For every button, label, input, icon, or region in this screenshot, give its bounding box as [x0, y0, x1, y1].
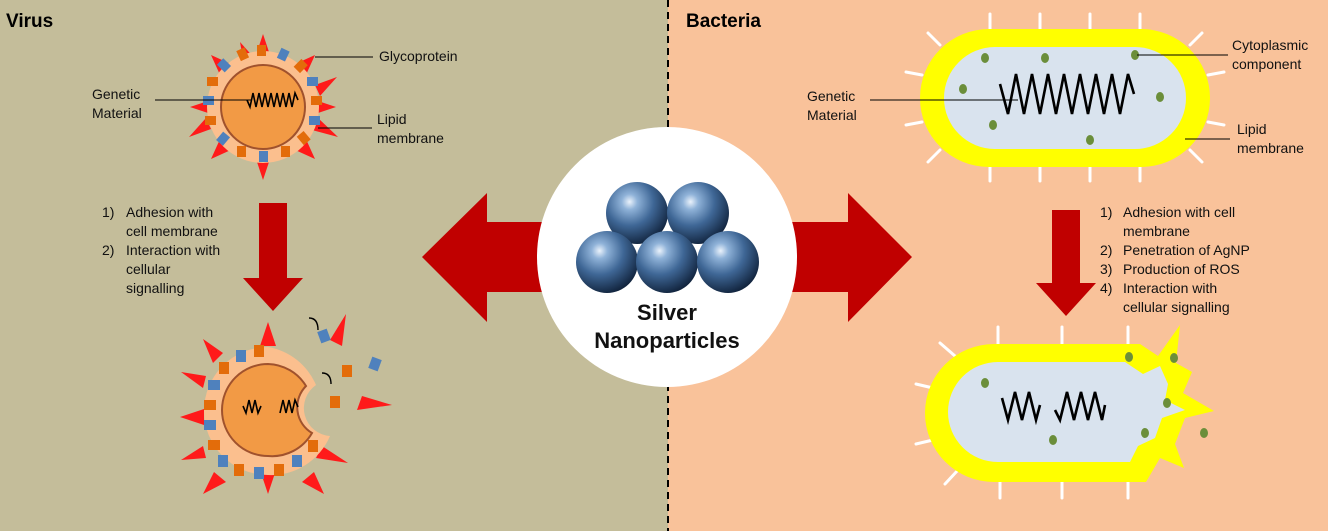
- bacteria-genetic-label-2: Material: [807, 107, 857, 123]
- virus-lipid-label-2: membrane: [377, 130, 444, 146]
- silver-nanoparticles-cluster: [576, 182, 759, 293]
- bacteria-steps: 1) Adhesion with cell membrane 2) Penetr…: [1100, 204, 1250, 315]
- damaged-virus-genetic-1: [242, 399, 262, 416]
- right-arrow: [776, 193, 912, 322]
- damaged-virus-glycoproteins: [204, 328, 382, 479]
- damaged-genetic-1: [1000, 391, 1042, 426]
- virus-step-1-line-1: Adhesion with: [126, 204, 213, 220]
- bacteria-step-2-num: 2): [1100, 242, 1112, 258]
- virus-intact: [189, 34, 338, 180]
- genetic-fragment-2: [321, 372, 332, 385]
- virus-step-2-line-3: signalling: [126, 280, 184, 296]
- cytoplasmic-label-2: component: [1232, 56, 1301, 72]
- bacterium-damaged: [914, 325, 1214, 500]
- bacteria-step-2-line-1: Penetration of AgNP: [1123, 242, 1250, 258]
- bacteria-lipid-label-2: membrane: [1237, 140, 1304, 156]
- virus-title: Virus: [6, 11, 53, 32]
- bacterium-genetic-material: [998, 73, 1136, 115]
- bacteria-step-1-line-2: membrane: [1123, 223, 1190, 239]
- nanoparticle: [697, 231, 759, 293]
- cytoplasmic-granules: [959, 50, 1164, 145]
- nanoparticle: [606, 182, 668, 244]
- virus-damaged: [180, 314, 392, 494]
- bacteria-step-4-line-1: Interaction with: [1123, 280, 1217, 296]
- nanoparticle: [576, 231, 638, 293]
- virus-down-arrow: [243, 203, 303, 311]
- damaged-granules: [981, 352, 1208, 445]
- bacteria-title: Bacteria: [686, 11, 761, 32]
- damaged-virus-core: [221, 362, 314, 458]
- damaged-bacterium-flagella: [914, 325, 1130, 500]
- bacteria-step-3-line-1: Production of ROS: [1123, 261, 1240, 277]
- bacteria-step-1-num: 1): [1100, 204, 1112, 220]
- virus-step-2-line-2: cellular: [126, 261, 171, 277]
- virus-core: [220, 64, 306, 150]
- bacterium-intact: [904, 12, 1226, 183]
- bacteria-step-1-line-1: Adhesion with cell: [1123, 204, 1235, 220]
- virus-step-1-num: 1): [102, 204, 114, 220]
- virus-step-2-num: 2): [102, 242, 114, 258]
- damaged-genetic-2: [1053, 391, 1107, 424]
- glycoprotein-label: Glycoprotein: [379, 48, 458, 64]
- bacteria-step-4-num: 4): [1100, 280, 1112, 296]
- nanoparticle: [667, 182, 729, 244]
- bacterium-flagella: [904, 12, 1226, 183]
- genetic-fragment-1: [308, 317, 319, 331]
- virus-lipid-label-1: Lipid: [377, 111, 407, 127]
- damaged-bacterium-cytoplasm: [948, 362, 1185, 462]
- virus-genetic-label-1: Genetic: [92, 86, 140, 102]
- virus-steps: 1) Adhesion with cell membrane 2) Intera…: [102, 204, 220, 296]
- nanoparticle: [636, 231, 698, 293]
- virus-step-2-line-1: Interaction with: [126, 242, 220, 258]
- bacteria-step-4-line-2: cellular signalling: [1123, 299, 1230, 315]
- bacteria-down-arrow: [1036, 210, 1096, 316]
- virus-genetic-label-2: Material: [92, 105, 142, 121]
- center-label-line-2: Nanoparticles: [594, 328, 740, 353]
- center-label-line-1: Silver: [637, 300, 697, 325]
- virus-step-1-line-2: cell membrane: [126, 223, 218, 239]
- damaged-virus-genetic-2: [279, 397, 299, 414]
- virus-genetic-material: [246, 90, 299, 110]
- bacteria-lipid-label-1: Lipid: [1237, 121, 1267, 137]
- cytoplasmic-label-1: Cytoplasmic: [1232, 37, 1308, 53]
- damaged-virus-spikes: [180, 314, 392, 494]
- bacteria-step-3-num: 3): [1100, 261, 1112, 277]
- bacteria-genetic-label-1: Genetic: [807, 88, 855, 104]
- left-arrow: [422, 193, 560, 322]
- bacterium-cytoplasm: [944, 47, 1186, 149]
